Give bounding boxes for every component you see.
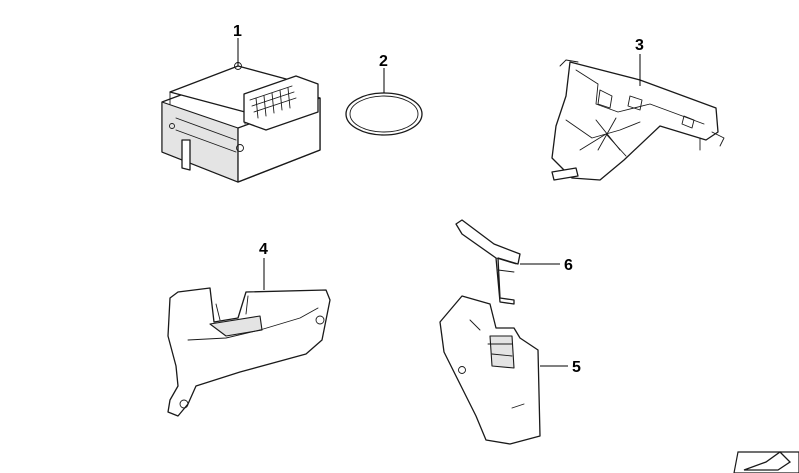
- callout-6: 6: [564, 257, 573, 274]
- part-3-holder-bracket[interactable]: [551, 59, 725, 181]
- catalog-arrow-icon[interactable]: [733, 451, 799, 473]
- part-6-bracket-tab[interactable]: [455, 219, 521, 305]
- callout-2: 2: [379, 53, 388, 70]
- part-5-shield-plate[interactable]: [439, 295, 541, 445]
- callout-4: 4: [259, 241, 268, 258]
- callout-5: 5: [572, 359, 581, 376]
- part-4-cover-shield[interactable]: [167, 287, 331, 417]
- part-2-sealing-ring[interactable]: [345, 92, 423, 136]
- callout-3: 3: [635, 37, 644, 54]
- part-1-control-module[interactable]: [161, 62, 321, 183]
- callout-1: 1: [233, 23, 242, 40]
